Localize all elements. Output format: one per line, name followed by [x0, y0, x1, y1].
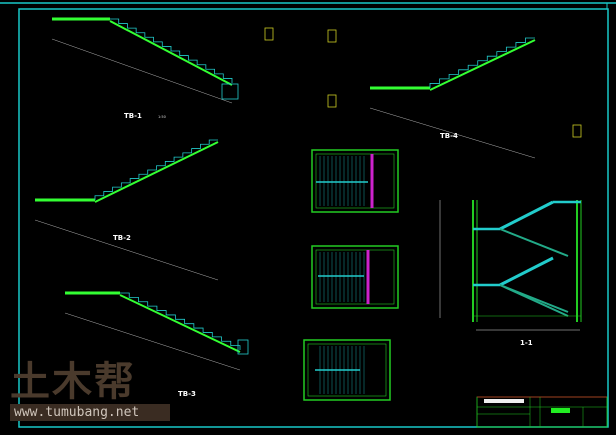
plan-treads [319, 156, 365, 394]
section-flight-up [499, 200, 554, 231]
watermark-url: www.tumubang.net [10, 404, 170, 421]
watermark: 土木帮 www.tumubang.net [10, 360, 170, 421]
scale-note: 1:50 [158, 115, 166, 119]
stair-base-block [237, 339, 249, 355]
stair-label-tb4: TB-4 [440, 132, 458, 140]
title-block [476, 396, 608, 428]
stair-flight-tb3 [64, 291, 241, 371]
section-detail [264, 27, 274, 41]
section-detail [572, 124, 582, 138]
section-label: 1-1 [520, 339, 533, 347]
stair-sections [34, 17, 582, 371]
stair-flight-tb4 [369, 37, 536, 159]
section-flight-down [499, 228, 569, 257]
section-flight-down [499, 284, 569, 317]
stair-flight-tb1 [51, 17, 233, 104]
watermark-logo: 土木帮 [10, 359, 136, 405]
stair-label-tb3: TB-3 [178, 390, 196, 398]
section-detail [327, 94, 337, 108]
stair-plan-2 [311, 245, 399, 309]
stair-label-tb1: TB-1 [124, 112, 142, 120]
stair-label-tb2: TB-2 [113, 234, 131, 242]
section-detail [327, 29, 337, 43]
section-1-1 [439, 200, 582, 331]
section-flight-up [499, 256, 554, 287]
stair-flight-tb2 [34, 139, 219, 281]
stair-base-block [221, 83, 239, 100]
drawing-frame [18, 8, 609, 428]
stair-plan-3 [303, 339, 391, 401]
stair-plan-1 [311, 149, 399, 213]
